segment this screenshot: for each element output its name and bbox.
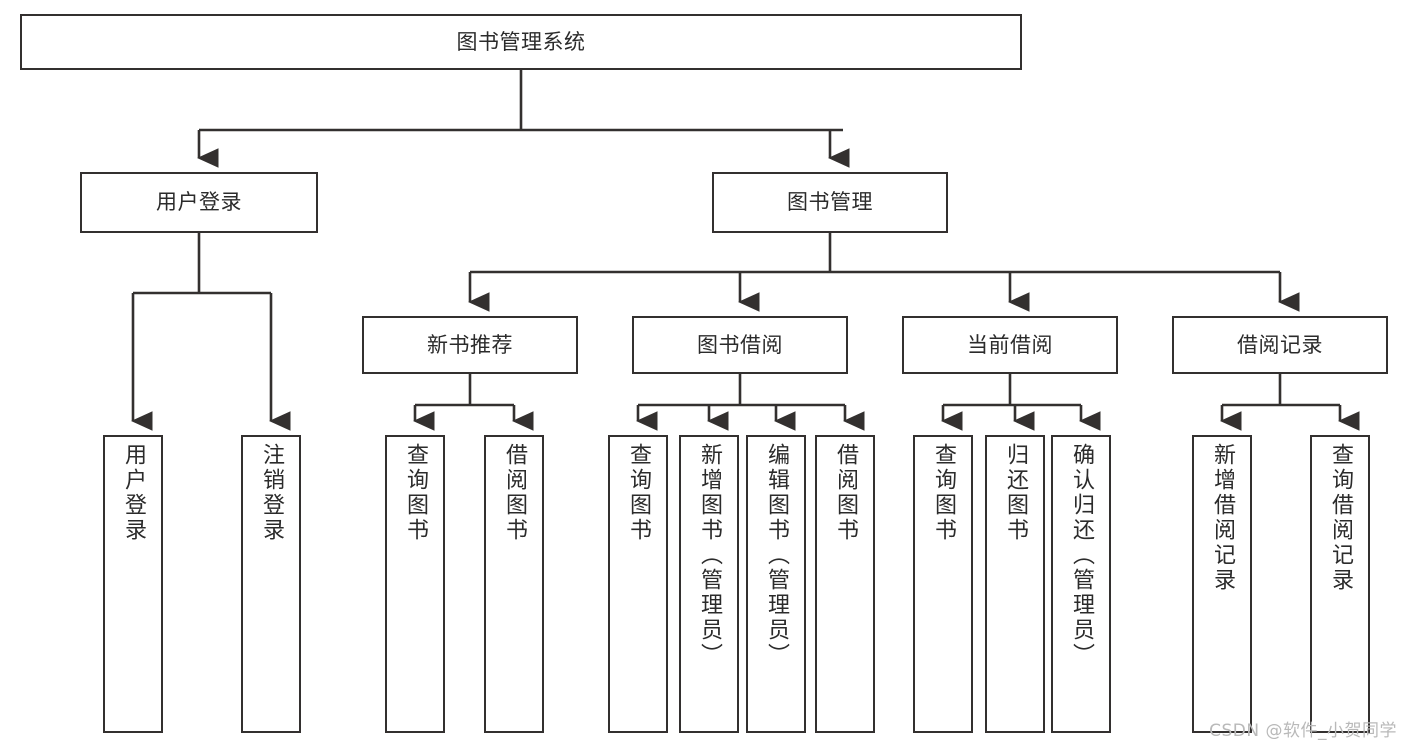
node-leaf-label: 借阅图书	[833, 443, 858, 543]
node-book-admin[interactable]: 图书管理	[712, 172, 948, 233]
node-leaf-borrow-book-2[interactable]: 借阅图书	[815, 435, 875, 733]
node-current-borrow[interactable]: 当前借阅	[902, 316, 1118, 374]
node-leaf-label: 确认归还（管理员）	[1069, 443, 1094, 668]
node-user-login[interactable]: 用户登录	[80, 172, 318, 233]
node-new-books-label: 新书推荐	[427, 332, 513, 357]
node-leaf-confirm-return[interactable]: 确认归还（管理员）	[1051, 435, 1111, 733]
node-borrow[interactable]: 图书借阅	[632, 316, 848, 374]
node-leaf-label: 用户登录	[121, 443, 146, 543]
node-leaf-label: 查询图书	[403, 443, 428, 543]
node-leaf-return-book[interactable]: 归还图书	[985, 435, 1045, 733]
node-leaf-label: 归还图书	[1003, 443, 1028, 543]
node-leaf-edit-book[interactable]: 编辑图书（管理员）	[746, 435, 806, 733]
node-leaf-borrow-book-1[interactable]: 借阅图书	[484, 435, 544, 733]
node-leaf-user-login[interactable]: 用户登录	[103, 435, 163, 733]
node-root-label: 图书管理系统	[456, 29, 586, 54]
node-borrow-label: 图书借阅	[697, 332, 783, 357]
node-current-borrow-label: 当前借阅	[967, 332, 1053, 357]
node-leaf-add-book[interactable]: 新增图书（管理员）	[679, 435, 739, 733]
node-book-admin-label: 图书管理	[787, 190, 873, 215]
node-leaf-user-logout[interactable]: 注销登录	[241, 435, 301, 733]
node-leaf-label: 借阅图书	[502, 443, 527, 543]
node-leaf-query-book-2[interactable]: 查询图书	[608, 435, 668, 733]
csdn-watermark: CSDN @软件_小贺同学	[1209, 721, 1397, 741]
node-borrow-records[interactable]: 借阅记录	[1172, 316, 1388, 374]
node-leaf-label: 新增借阅记录	[1210, 443, 1235, 593]
node-borrow-records-label: 借阅记录	[1237, 332, 1323, 357]
node-leaf-label: 查询图书	[626, 443, 651, 543]
node-new-books[interactable]: 新书推荐	[362, 316, 578, 374]
node-leaf-label: 查询图书	[931, 443, 956, 543]
node-leaf-query-book-3[interactable]: 查询图书	[913, 435, 973, 733]
node-leaf-query-record[interactable]: 查询借阅记录	[1310, 435, 1370, 733]
node-leaf-label: 注销登录	[259, 443, 284, 543]
node-leaf-query-book-1[interactable]: 查询图书	[385, 435, 445, 733]
node-root[interactable]: 图书管理系统	[20, 14, 1022, 70]
node-leaf-label: 编辑图书（管理员）	[764, 443, 789, 668]
node-leaf-label: 查询借阅记录	[1328, 443, 1353, 593]
node-leaf-add-record[interactable]: 新增借阅记录	[1192, 435, 1252, 733]
node-leaf-label: 新增图书（管理员）	[697, 443, 722, 668]
node-user-login-label: 用户登录	[156, 190, 242, 215]
